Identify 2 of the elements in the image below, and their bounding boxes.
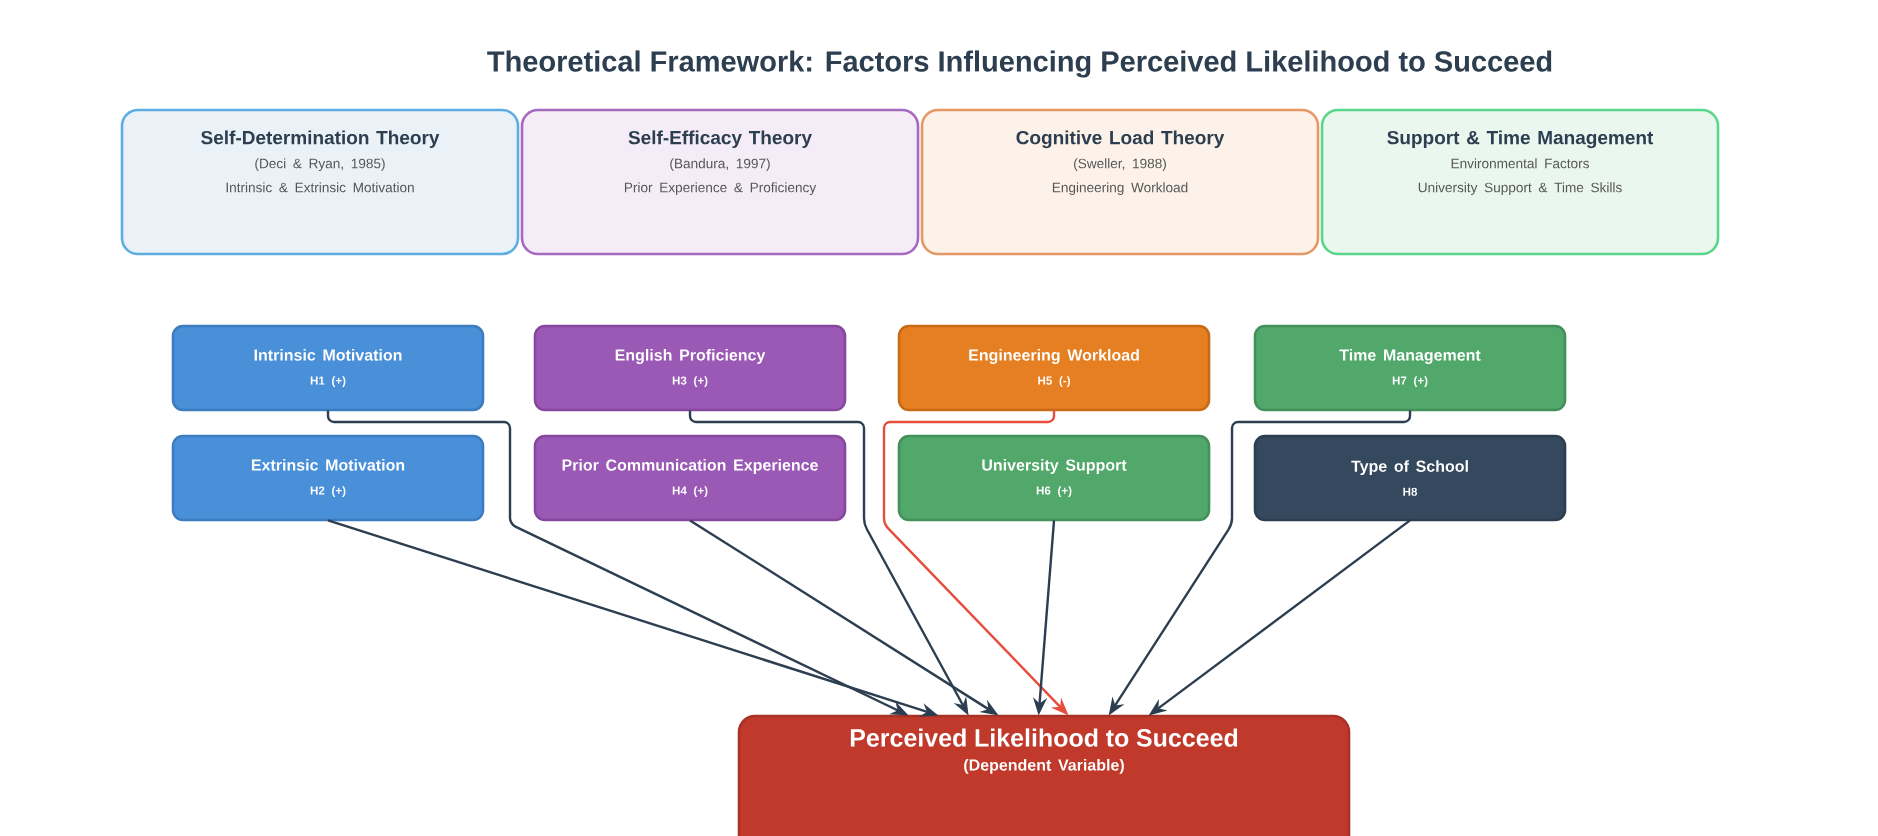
title: Theoretical Framework: Factors Influencing Perceived Likelihood to Succeed [487,50,1552,78]
outcome-box: Perceived Likelihood to Succeed (Dependent Variable) [737,714,1351,836]
